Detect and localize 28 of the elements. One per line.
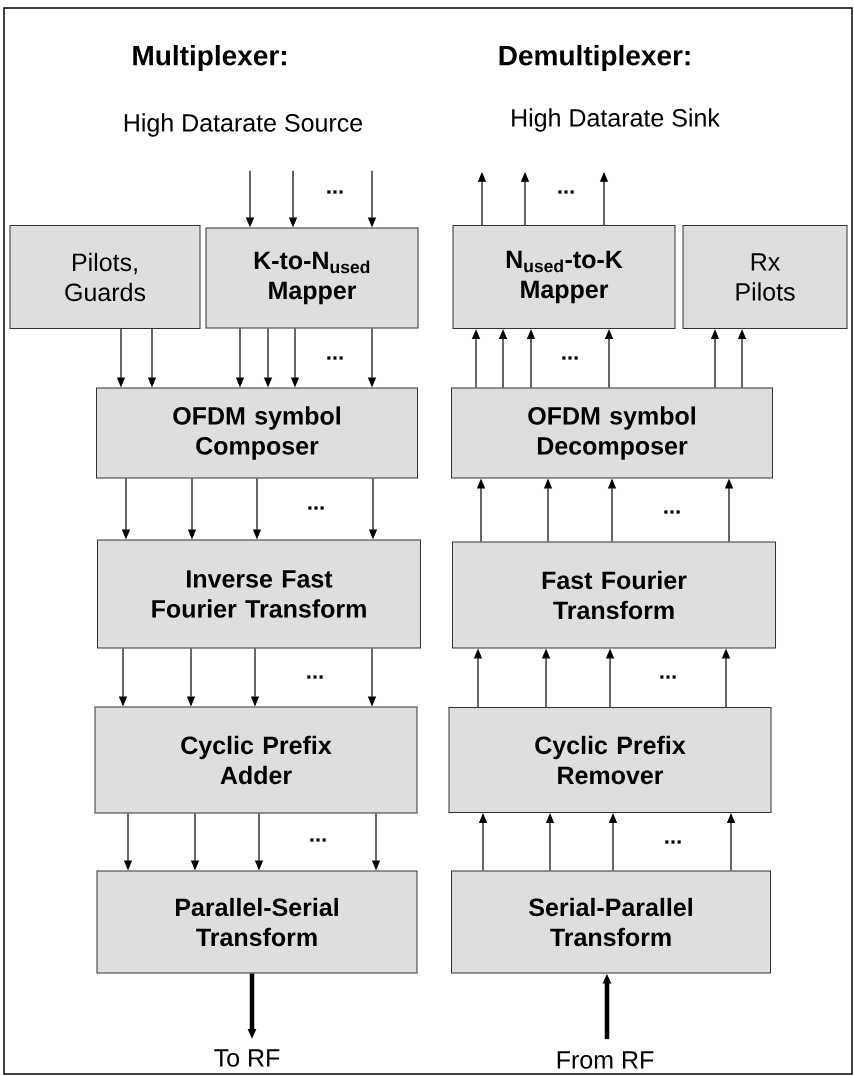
process-box: Cyclic Prefix Adder: [94, 706, 418, 814]
process-box: Fast Fourier Transform: [452, 541, 776, 649]
process-box: Parallel-Serial Transform: [96, 870, 418, 974]
ellipsis: ...: [664, 510, 680, 514]
ellipsis: ...: [310, 838, 326, 842]
ellipsis: ...: [660, 675, 676, 679]
section-title: Multiplexer:: [133, 44, 286, 72]
process-box: N$_{used}$-to-K Mapper: [452, 225, 676, 329]
process-box: Pilots, Guards: [9, 225, 201, 329]
process-box: K-to-N$_{used}$ Mapper: [205, 227, 419, 329]
process-box: OFDM symbol Decomposer: [451, 387, 773, 479]
ellipsis: ...: [307, 675, 323, 679]
io-label: To RF: [214, 1049, 280, 1067]
process-box: OFDM symbol Composer: [96, 387, 418, 479]
ellipsis: ...: [308, 506, 324, 510]
section-title: Demultiplexer:: [499, 44, 690, 72]
process-box: Inverse Fast Fourier Transform: [97, 539, 421, 649]
io-label: High Datarate Source: [124, 113, 363, 137]
ellipsis: ...: [327, 190, 343, 194]
io-label: From RF: [557, 1051, 654, 1069]
ellipsis: ...: [558, 190, 574, 194]
ellipsis: ...: [665, 840, 681, 844]
process-box: Cyclic Prefix Remover: [448, 707, 772, 813]
io-label: High Datarate Sink: [512, 108, 720, 132]
ellipsis: ...: [562, 356, 578, 360]
process-box: Rx Pilots: [682, 225, 848, 329]
process-box: Serial-Parallel Transform: [451, 870, 771, 974]
ellipsis: ...: [327, 356, 343, 360]
